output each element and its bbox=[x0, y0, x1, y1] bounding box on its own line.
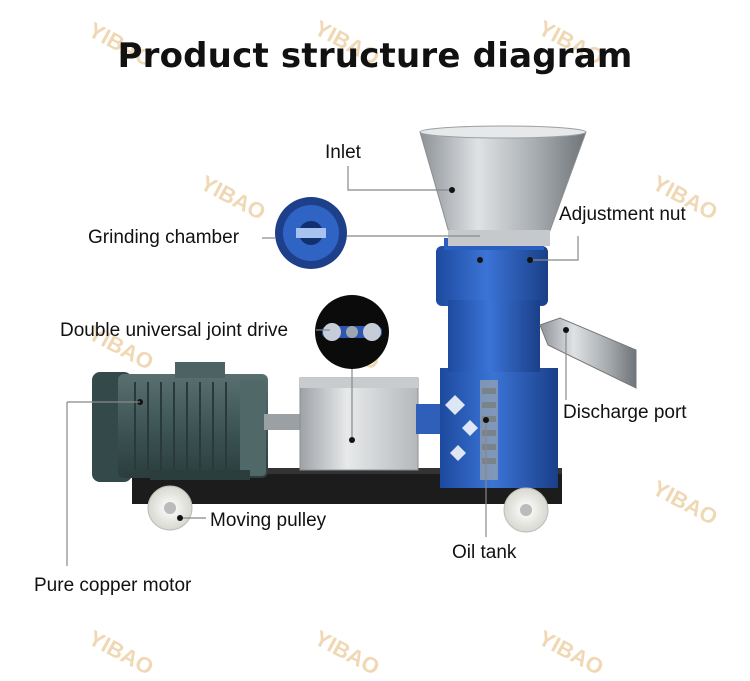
label-discharge-port: Discharge port bbox=[563, 402, 687, 423]
leader-lines bbox=[66, 166, 579, 566]
die-housing bbox=[436, 238, 548, 372]
label-adjustment-nut: Adjustment nut bbox=[559, 204, 686, 225]
grinding-chamber-inset bbox=[275, 197, 347, 269]
machine-base bbox=[440, 368, 558, 488]
hopper bbox=[419, 125, 587, 246]
wheel-right bbox=[503, 487, 549, 533]
gearbox bbox=[299, 377, 442, 471]
label-oil-tank: Oil tank bbox=[452, 542, 517, 563]
label-pure-copper-motor: Pure copper motor bbox=[34, 575, 192, 596]
page-title: Product structure diagram bbox=[117, 36, 633, 76]
label-moving-pulley: Moving pulley bbox=[210, 510, 327, 531]
discharge-chute bbox=[539, 317, 637, 389]
label-inlet: Inlet bbox=[325, 142, 361, 163]
motor bbox=[92, 362, 304, 482]
label-grinding-chamber: Grinding chamber bbox=[88, 227, 240, 248]
wheel-left bbox=[147, 485, 193, 531]
universal-joint-inset bbox=[315, 295, 389, 369]
label-double-universal-joint-drive: Double universal joint drive bbox=[60, 320, 289, 341]
